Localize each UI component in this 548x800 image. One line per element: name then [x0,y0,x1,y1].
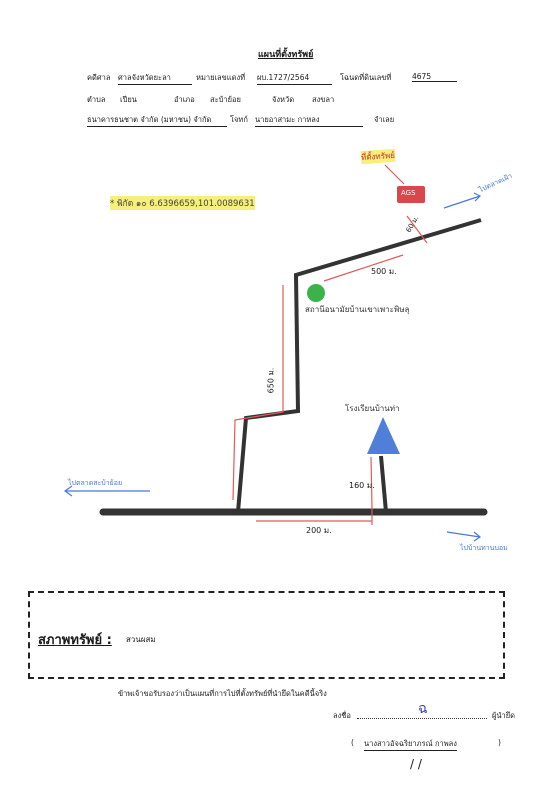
certify-text: ข้าพเจ้าขอรับรองว่าเป็นแผนที่การไปที่ตั้… [118,689,327,698]
condition-value: สวนผสม [126,635,156,644]
arrow-bottom-right [446,531,481,538]
distance-650: 650 ม. [266,367,276,394]
signer-name: นางสาวอัจฉริยาภรณ์ กาพลง [364,738,457,751]
measure-500 [323,254,404,282]
province-value: สงขลา [312,95,335,104]
arrow-top-right [443,195,481,209]
court-value: ศาลจังหวัดยะลา [118,72,192,85]
subdistrict-label: ตำบล [87,95,106,104]
property-badge-text: AGS [401,189,416,197]
school-marker [367,417,400,454]
distance-160: 160 ม. [349,481,375,490]
direction-left: ไปตลาดสะบ้าย้อย [68,479,123,487]
plaintiff-label: โจทก์ [230,115,248,124]
health-center-marker [307,284,325,302]
distance-500: 500 ม. [371,267,397,276]
black-case-value: ผบ.1727/2564 [257,72,332,85]
measure-650 [232,285,284,501]
plaintiff-value: ธนาคารธนชาต จำกัด (มหาชน) จำกัด [87,114,227,127]
health-center-label: สถานีอนามัยบ้านเขาเพาะพิษลุ [305,305,410,314]
defendant-label: จำเลย [374,115,395,124]
date-marks: / / [410,757,422,771]
measure-60 [406,215,428,244]
district-value: สะบ้าย้อย [210,95,241,104]
condition-box [28,591,505,679]
role-label: ผู้นำยึด [492,711,515,720]
province-label: จังหวัด [272,95,295,104]
access-road [236,218,482,513]
direction-bottom-right: ไปบ้านทานบอม [460,544,508,552]
black-case-label: หมายเลขแดงที่ [196,73,246,82]
deed-label: โฉนดที่ดินเลขที่ [340,73,392,82]
deed-value: 4675 [412,72,457,82]
school-label: โรงเรียนบ้านท่า [345,404,400,413]
measure-160 [370,456,373,509]
sign-label: ลงชื่อ [333,711,351,720]
court-label: คดีศาล [87,73,111,82]
school-road [379,455,388,513]
defendant-value: นายอาสามะ กาหลง [255,114,363,127]
district-label: อำเภอ [174,95,195,104]
subdistrict-value: เปียน [120,95,137,104]
page-title: แผนที่ตั้งทรัพย์ [258,50,314,60]
property-badge [397,186,425,203]
property-label: ที่ตั้งทรัพย์ [360,148,396,165]
distance-200: 200 ม. [306,526,332,535]
condition-label: สภาพทรัพย์ : [38,633,112,648]
signature-line [357,718,487,719]
signature-mark: ฉ [418,701,428,717]
coordinates-note: * พิกัด ๑๐ 6.6396659,101.0089631 [110,196,255,210]
